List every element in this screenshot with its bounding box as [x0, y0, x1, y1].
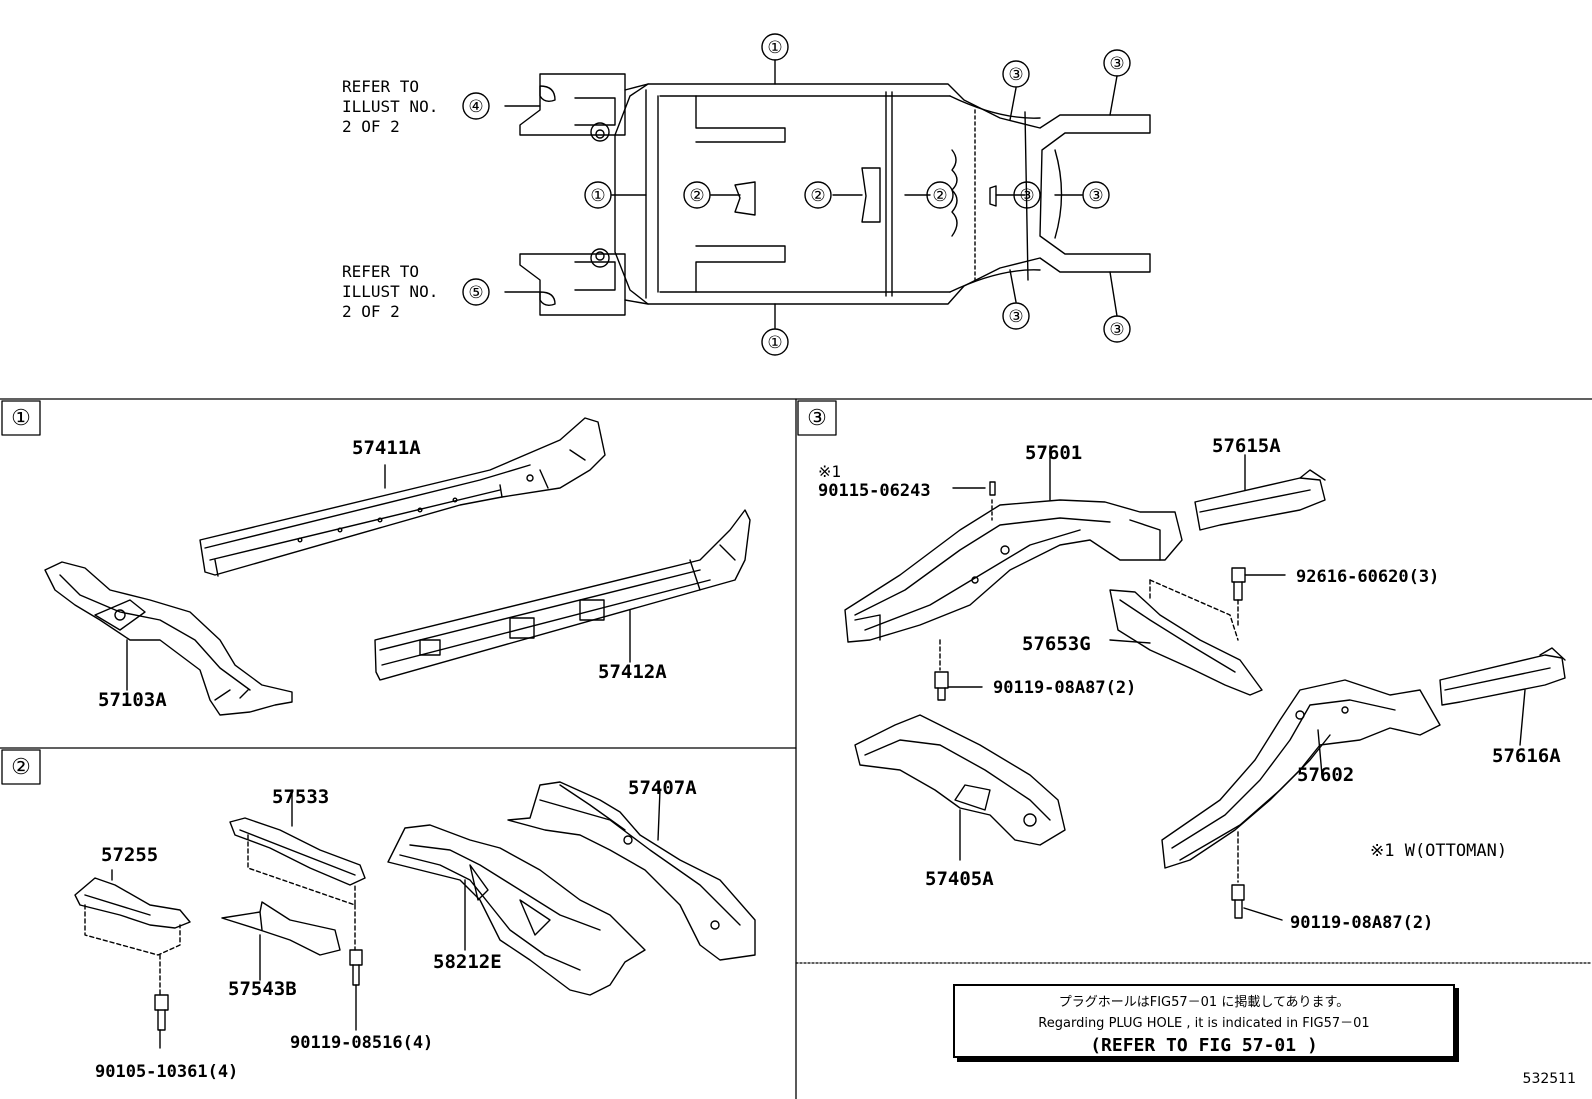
part-57255: 57255	[101, 844, 158, 866]
frame-overview	[462, 33, 1151, 356]
refer-note-box: プラグホールはFIG57－01 に掲載してあります。 Regarding PLU…	[953, 984, 1455, 1058]
refer-top-line-1: REFER TO	[342, 77, 419, 96]
part-57407a-drawing	[507, 781, 756, 961]
part-57653g: 57653G	[1022, 633, 1091, 655]
overview-marker-3e: ③	[1008, 307, 1023, 327]
overview-marker-1-bottom-circle	[761, 328, 789, 356]
part-90119-08a87-lower: 90119-08A87(2)	[1290, 913, 1433, 933]
section-borders	[0, 398, 1592, 1099]
overview-marker-3c-circle	[1013, 181, 1041, 209]
section3-badge-box	[797, 400, 837, 436]
overview-marker-3d: ③	[1088, 186, 1103, 206]
part-58212e: 58212E	[433, 951, 502, 973]
section3-badge: ③	[807, 406, 827, 431]
part-57533-drawing	[229, 789, 366, 1031]
overview-marker-4-circle	[462, 92, 490, 120]
part-57616a-drawing	[1439, 647, 1566, 746]
part-57601-drawing	[844, 445, 1183, 701]
refer-bottom-line-2: ILLUST NO.	[342, 282, 438, 301]
overview-marker-2c-circle	[926, 181, 954, 209]
part-57405a: 57405A	[925, 868, 994, 890]
note-line-en: Regarding PLUG HOLE , it is indicated in…	[1038, 1016, 1370, 1031]
overview-text: ① ① ① ② ② ② ③ ③ ③ ③ ③ ③ ④ ⑤ REFER TO ILL…	[342, 38, 1125, 353]
section1-drawings	[44, 417, 751, 716]
overview-marker-2a-circle	[683, 181, 711, 209]
part-57602: 57602	[1297, 764, 1354, 786]
part-57405a-drawing	[854, 714, 1066, 861]
part-90119-08a87-upper: 90119-08A87(2)	[993, 678, 1136, 698]
refer-bottom-line-1: REFER TO	[342, 262, 419, 281]
refer-top-line-2: ILLUST NO.	[342, 97, 438, 116]
section1-badge-box	[1, 400, 41, 436]
overview-marker-3f: ③	[1109, 320, 1124, 340]
part-57412a: 57412A	[598, 661, 667, 683]
overview-marker-2a: ②	[689, 186, 704, 206]
overview-marker-2c: ②	[932, 186, 947, 206]
part-57255-drawing	[74, 869, 191, 1049]
part-57615a: 57615A	[1212, 435, 1281, 457]
overview-marker-2b-circle	[804, 181, 832, 209]
part-57543b: 57543B	[228, 978, 297, 1000]
footnote-text: ※1 W(OTTOMAN)	[1370, 841, 1507, 861]
refer-top-line-3: 2 OF 2	[342, 117, 400, 136]
section2-drawings	[74, 781, 756, 1049]
overview-marker-5-circle	[462, 278, 490, 306]
illustration-code: 532511	[1522, 1071, 1576, 1087]
section2-badge-box	[1, 749, 41, 785]
part-57616a: 57616A	[1492, 745, 1561, 767]
overview-marker-1-top-circle	[761, 33, 789, 61]
overview-marker-3d-circle	[1082, 181, 1110, 209]
part-92616-60620-drawing	[1231, 567, 1286, 626]
part-58212e-drawing	[387, 824, 646, 996]
part-57615a-drawing	[1194, 454, 1326, 531]
overview-marker-3e-circle	[1002, 302, 1030, 330]
part-57653g-drawing	[1109, 579, 1263, 696]
overview-marker-1-left-circle	[584, 181, 612, 209]
part-57411a-drawing	[199, 417, 606, 577]
overview-marker-3a-circle	[1002, 60, 1030, 88]
overview-marker-1-bottom: ①	[767, 333, 782, 353]
part-57533: 57533	[272, 786, 329, 808]
section2-badge: ②	[11, 755, 31, 780]
part-57407a: 57407A	[628, 777, 697, 799]
part-57602-drawing	[1161, 679, 1441, 919]
overview-marker-5: ⑤	[468, 283, 483, 303]
part-57543b-drawing	[221, 901, 341, 981]
overview-marker-3b-circle	[1103, 49, 1131, 77]
overview-marker-1-top: ①	[767, 38, 782, 58]
overview-marker-3c: ③	[1019, 186, 1034, 206]
part-90119-08516: 90119-08516(4)	[290, 1033, 433, 1053]
note-line-ref: (REFER TO FIG 57-01 )	[1090, 1035, 1318, 1056]
part-92616-60620: 92616-60620(3)	[1296, 567, 1439, 587]
part-57412a-drawing	[374, 509, 751, 681]
part-57103a: 57103A	[98, 689, 167, 711]
part-57601: 57601	[1025, 442, 1082, 464]
part-90105-10361: 90105-10361(4)	[95, 1062, 238, 1082]
note-line-jp: プラグホールはFIG57－01 に掲載してあります。	[1058, 995, 1350, 1010]
section3-drawings	[844, 445, 1566, 921]
overview-marker-1-left: ①	[590, 186, 605, 206]
overview-marker-2b: ②	[810, 186, 825, 206]
part-90115-06243: 90115-06243	[818, 481, 931, 501]
part-57103a-drawing	[44, 561, 293, 716]
part-57411a: 57411A	[352, 437, 421, 459]
overview-marker-4: ④	[468, 97, 483, 117]
refer-bottom-line-3: 2 OF 2	[342, 302, 400, 321]
section1-badge: ①	[11, 406, 31, 431]
overview-marker-3a: ③	[1008, 65, 1023, 85]
overview-marker-3f-circle	[1103, 315, 1131, 343]
footnote-mark: ※1	[818, 462, 841, 481]
overview-marker-3b: ③	[1109, 54, 1124, 74]
